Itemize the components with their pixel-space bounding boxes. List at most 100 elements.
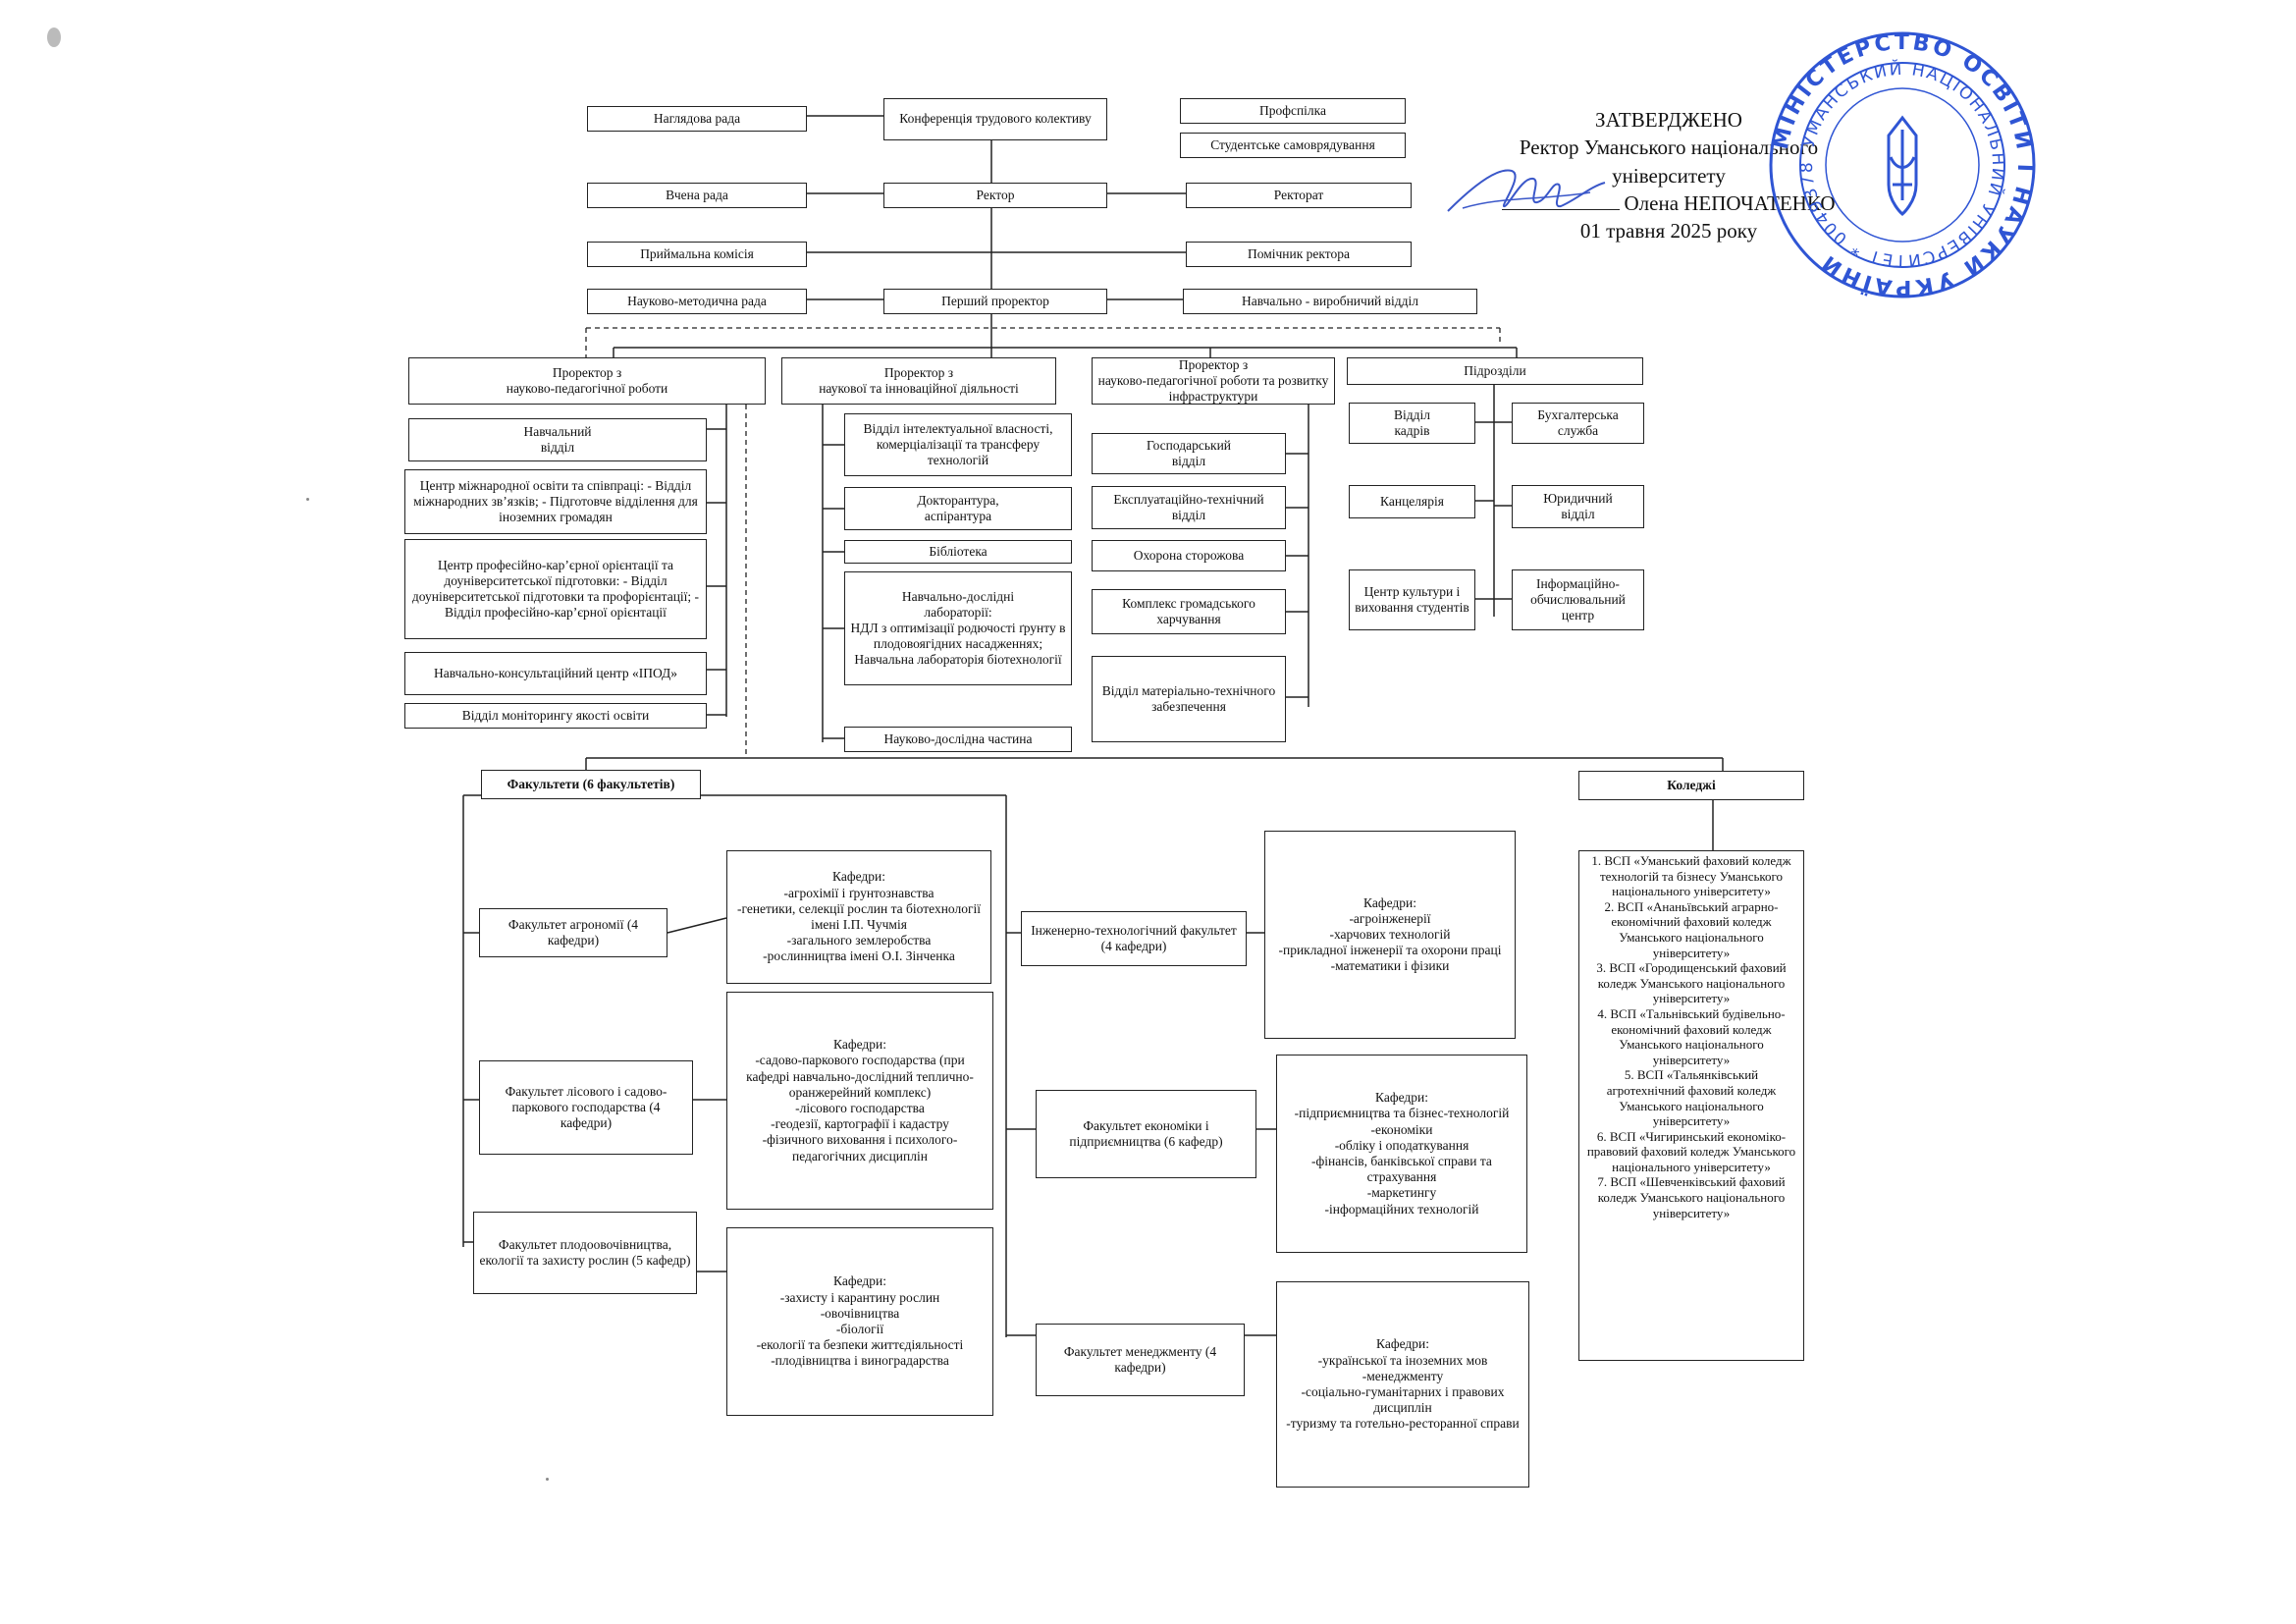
supervisory-board-box: Наглядова рада bbox=[587, 106, 807, 132]
international-center-box: Центр міжнародної освіти та співпраці: -… bbox=[404, 469, 707, 534]
research-labs-label: Навчально-дослідні лабораторії: НДЛ з оп… bbox=[850, 588, 1066, 668]
career-center-box: Центр професійно-кар’єрної орієнтації та… bbox=[404, 539, 707, 639]
vice-rector-infrastructure-label: Проректор з науково-педагогічної роботи … bbox=[1097, 357, 1329, 405]
faculty-forestry-departments-label: Кафедри: -садово-паркового господарства … bbox=[746, 1037, 974, 1164]
faculty-management-label: Факультет менеджменту (4 кафедри) bbox=[1063, 1343, 1217, 1375]
labor-conference-box: Конференція трудового колективу bbox=[883, 98, 1107, 140]
rectorate-label: Ректорат bbox=[1273, 187, 1324, 202]
material-supply-label: Відділ матеріально-технічного забезпечен… bbox=[1101, 682, 1276, 714]
university-seal-icon: МІНІСТЕРСТВО ОСВІТИ І НАУКИ УКРАЇНИ УМАН… bbox=[1765, 27, 2036, 299]
academic-council-label: Вчена рада bbox=[666, 187, 728, 202]
methodical-council-label: Науково-методична рада bbox=[627, 293, 767, 308]
office-label: Канцелярія bbox=[1380, 493, 1444, 509]
student-government-label: Студентське самоврядування bbox=[1210, 136, 1375, 152]
office-box: Канцелярія bbox=[1349, 485, 1475, 518]
educational-dept-label: Навчальний відділ bbox=[523, 423, 592, 455]
accounting-box: Бухгалтерська служба bbox=[1512, 403, 1644, 444]
career-center-label: Центр професійно-кар’єрної орієнтації та… bbox=[411, 557, 700, 621]
scan-speck bbox=[546, 1478, 549, 1481]
scan-speck bbox=[306, 498, 309, 501]
first-vice-rector-box: Перший проректор bbox=[883, 289, 1107, 314]
faculty-management-departments-label: Кафедри: -української та іноземних мов -… bbox=[1286, 1336, 1520, 1432]
intellectual-property-box: Відділ інтелектуальної власності, комерц… bbox=[844, 413, 1072, 476]
catering-box: Комплекс громадського харчування bbox=[1092, 589, 1286, 634]
units-header-box: Підрозділи bbox=[1347, 357, 1643, 385]
faculty-agronomy-box: Факультет агрономії (4 кафедри) bbox=[479, 908, 667, 957]
signature-icon bbox=[1447, 169, 1606, 212]
accounting-label: Бухгалтерська служба bbox=[1537, 406, 1619, 438]
security-label: Охорона сторожова bbox=[1133, 547, 1245, 563]
legal-dept-label: Юридичний відділ bbox=[1543, 490, 1613, 521]
faculty-agronomy-departments-box: Кафедри: -агрохімії і ґрунтознавства -ге… bbox=[726, 850, 991, 984]
faculty-economics-label: Факультет економіки і підприємництва (6 … bbox=[1069, 1117, 1223, 1149]
hr-dept-label: Відділ кадрів bbox=[1394, 406, 1430, 438]
ipod-center-box: Навчально-консультаційний центр «ІПОД» bbox=[404, 652, 707, 695]
research-labs-box: Навчально-дослідні лабораторії: НДЛ з оп… bbox=[844, 571, 1072, 685]
colleges-header-label: Коледжі bbox=[1667, 777, 1716, 792]
academic-council-box: Вчена рада bbox=[587, 183, 807, 208]
household-dept-label: Господарський відділ bbox=[1146, 437, 1232, 468]
student-government-box: Студентське самоврядування bbox=[1180, 133, 1406, 158]
colleges-list-box: 1. ВСП «Уманський фаховий коледж техноло… bbox=[1578, 850, 1804, 1361]
rector-assistant-box: Помічник ректора bbox=[1186, 242, 1412, 267]
intellectual-property-label: Відділ інтелектуальної власності, комерц… bbox=[863, 420, 1053, 468]
admissions-box: Приймальна комісія bbox=[587, 242, 807, 267]
ipod-center-label: Навчально-консультаційний центр «ІПОД» bbox=[433, 665, 678, 680]
educational-dept-box: Навчальний відділ bbox=[408, 418, 707, 461]
vice-rector-research-box: Проректор з наукової та інноваційної дія… bbox=[781, 357, 1056, 405]
scan-speck bbox=[47, 27, 61, 47]
doctoral-label: Докторантура, аспірантура bbox=[917, 492, 999, 523]
faculty-management-departments-box: Кафедри: -української та іноземних мов -… bbox=[1276, 1281, 1529, 1488]
it-center-box: Інформаційно-обчислювальний центр bbox=[1512, 569, 1644, 630]
vice-rector-infrastructure-box: Проректор з науково-педагогічної роботи … bbox=[1092, 357, 1335, 405]
faculty-engineering-box: Інженерно-технологічний факультет (4 каф… bbox=[1021, 911, 1247, 966]
faculty-economics-departments-label: Кафедри: -підприємництва та бізнес-техно… bbox=[1294, 1090, 1510, 1217]
faculty-horticulture-label: Факультет плодоовочівництва, екології та… bbox=[479, 1236, 691, 1268]
faculty-forestry-label: Факультет лісового і садово-паркового го… bbox=[505, 1083, 667, 1131]
rector-label: Ректор bbox=[976, 187, 1015, 202]
material-supply-box: Відділ матеріально-технічного забезпечен… bbox=[1092, 656, 1286, 742]
culture-center-label: Центр культури і виховання студентів bbox=[1355, 583, 1469, 615]
faculty-engineering-departments-box: Кафедри: -агроінженерії -харчових технол… bbox=[1264, 831, 1516, 1039]
culture-center-box: Центр культури і виховання студентів bbox=[1349, 569, 1475, 630]
trade-union-box: Профспілка bbox=[1180, 98, 1406, 124]
production-dept-box: Навчально - виробничий відділ bbox=[1183, 289, 1477, 314]
it-center-label: Інформаційно-обчислювальний центр bbox=[1530, 575, 1626, 623]
colleges-header-box: Коледжі bbox=[1578, 771, 1804, 800]
vice-rector-academic-label: Проректор з науково-педагогічної роботи bbox=[506, 364, 668, 396]
rector-box: Ректор bbox=[883, 183, 1107, 208]
methodical-council-box: Науково-методична рада bbox=[587, 289, 807, 314]
faculty-engineering-label: Інженерно-технологічний факультет (4 каф… bbox=[1031, 922, 1237, 953]
faculty-engineering-departments-label: Кафедри: -агроінженерії -харчових технол… bbox=[1278, 894, 1502, 974]
quality-monitoring-label: Відділ моніторингу якості освіти bbox=[461, 707, 650, 723]
faculty-agronomy-departments-label: Кафедри: -агрохімії і ґрунтознавства -ге… bbox=[736, 869, 982, 964]
quality-monitoring-box: Відділ моніторингу якості освіти bbox=[404, 703, 707, 729]
faculty-forestry-departments-box: Кафедри: -садово-паркового господарства … bbox=[726, 992, 993, 1210]
research-part-label: Науково-дослідна частина bbox=[883, 731, 1033, 746]
legal-dept-box: Юридичний відділ bbox=[1512, 485, 1644, 528]
first-vice-rector-label: Перший проректор bbox=[941, 293, 1049, 308]
faculty-horticulture-departments-label: Кафедри: -захисту і карантину рослин -ов… bbox=[756, 1273, 964, 1369]
admissions-label: Приймальна комісія bbox=[640, 245, 754, 261]
faculty-economics-departments-box: Кафедри: -підприємництва та бізнес-техно… bbox=[1276, 1055, 1527, 1253]
technical-dept-box: Експлуатаційно-технічний відділ bbox=[1092, 486, 1286, 529]
security-box: Охорона сторожова bbox=[1092, 540, 1286, 571]
colleges-list-label: 1. ВСП «Уманський фаховий коледж техноло… bbox=[1586, 853, 1796, 1220]
faculty-economics-box: Факультет економіки і підприємництва (6 … bbox=[1036, 1090, 1256, 1178]
library-label: Бібліотека bbox=[929, 543, 988, 559]
approval-heading: ЗАТВЕРДЖЕНО bbox=[1595, 108, 1742, 132]
signature-underline bbox=[1502, 209, 1621, 211]
trade-union-label: Профспілка bbox=[1258, 102, 1327, 118]
approval-rector-line: Ректор Уманського національного bbox=[1519, 135, 1819, 160]
rectorate-box: Ректорат bbox=[1186, 183, 1412, 208]
supervisory-board-label: Наглядова рада bbox=[653, 110, 741, 126]
technical-dept-label: Експлуатаційно-технічний відділ bbox=[1113, 491, 1264, 522]
approval-signature-line: Олена НЕПОЧАТЕНКО bbox=[1453, 189, 1885, 217]
doctoral-box: Докторантура, аспірантура bbox=[844, 487, 1072, 530]
international-center-label: Центр міжнародної освіти та співпраці: -… bbox=[413, 477, 698, 525]
library-box: Бібліотека bbox=[844, 540, 1072, 564]
faculty-horticulture-box: Факультет плодоовочівництва, екології та… bbox=[473, 1212, 697, 1294]
faculties-header-label: Факультети (6 факультетів) bbox=[507, 776, 675, 791]
labor-conference-label: Конференція трудового колективу bbox=[899, 111, 1092, 127]
household-dept-box: Господарський відділ bbox=[1092, 433, 1286, 474]
